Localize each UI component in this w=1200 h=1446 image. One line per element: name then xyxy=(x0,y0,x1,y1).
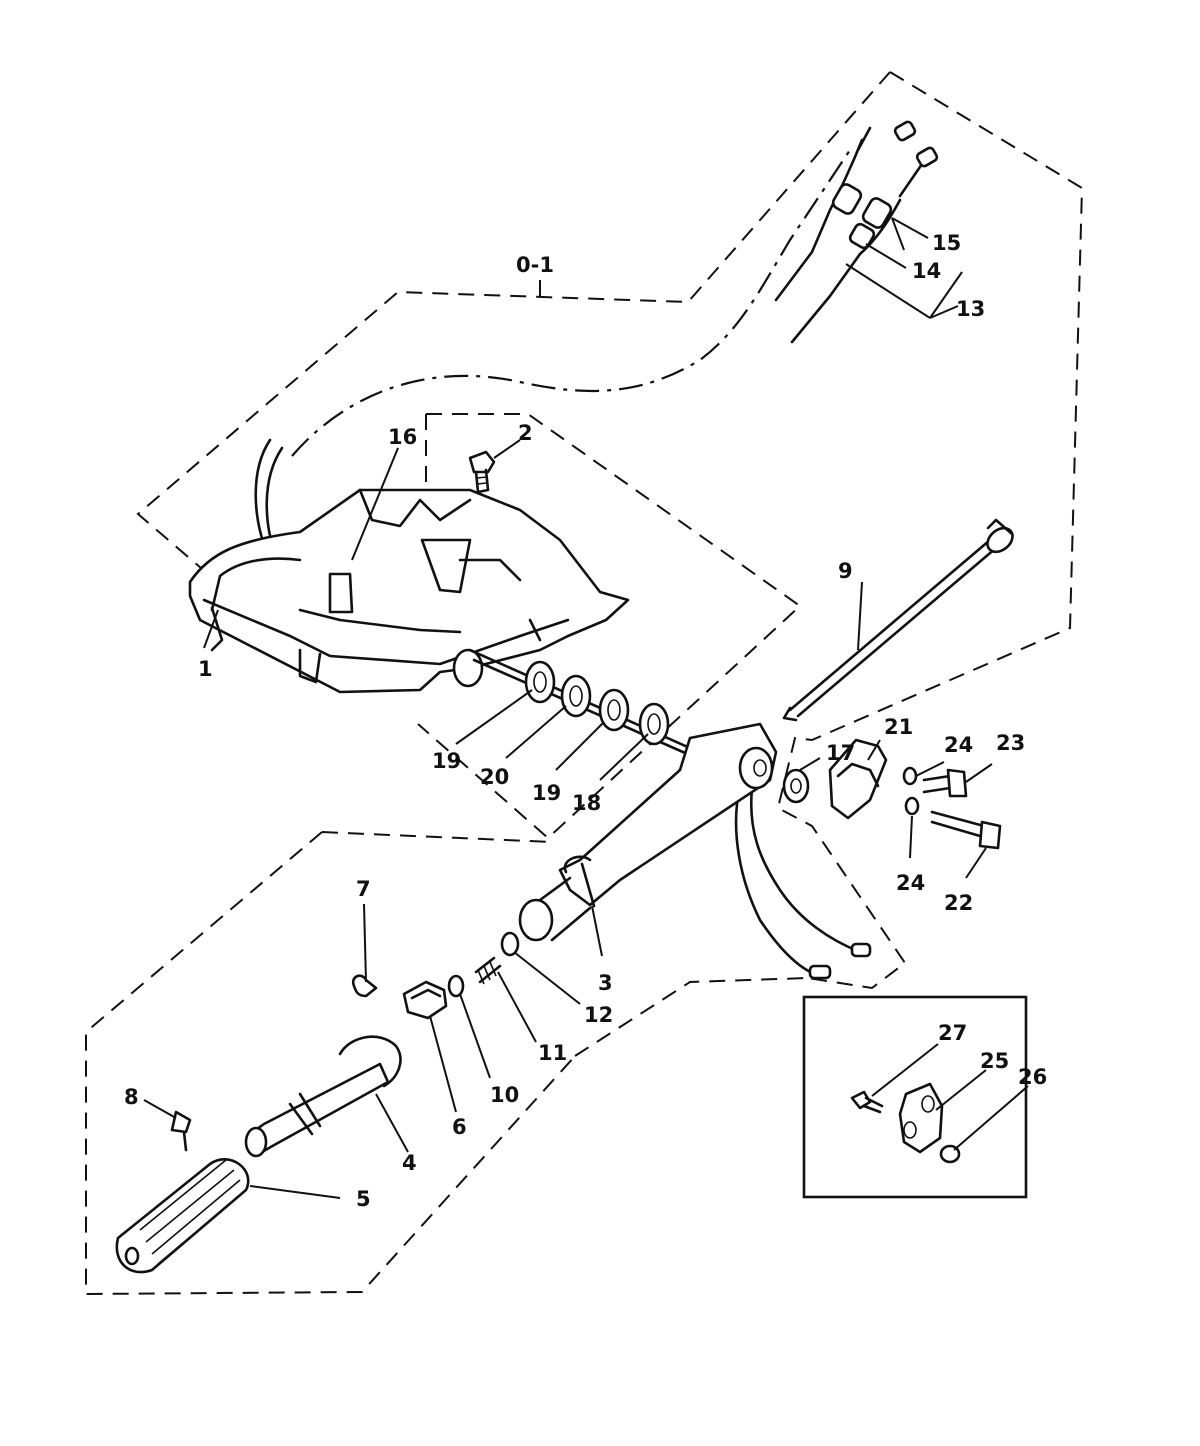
assembly-outline-inner xyxy=(417,413,802,840)
callout-5: 5 xyxy=(356,1187,371,1211)
callout-19a: 19 xyxy=(432,749,461,773)
cable-lower-tail xyxy=(734,784,862,978)
callout-9: 9 xyxy=(838,559,853,583)
callout-27: 27 xyxy=(938,1021,967,1045)
callout-22: 22 xyxy=(944,891,973,915)
callout-12: 12 xyxy=(584,1003,613,1027)
callout-25: 25 xyxy=(980,1049,1009,1073)
cable-end-fittings-upper xyxy=(831,120,939,250)
assembly-outline-lower xyxy=(85,831,809,1296)
callout-23: 23 xyxy=(996,731,1025,755)
callout-2: 2 xyxy=(518,421,533,445)
callout-11: 11 xyxy=(538,1041,567,1065)
bolt-22 xyxy=(930,810,1002,850)
callout-24a: 24 xyxy=(944,733,973,757)
washer-stack xyxy=(468,648,694,758)
tiller-arm-3 xyxy=(518,722,778,942)
callout-21: 21 xyxy=(884,715,913,739)
callout-3: 3 xyxy=(598,971,613,995)
bolt-2 xyxy=(468,450,496,494)
leader-lines xyxy=(143,217,993,1199)
washers-24 xyxy=(902,766,920,816)
bolt-23 xyxy=(922,768,968,798)
spring-and-rings xyxy=(447,931,520,998)
cable-lower-ends xyxy=(808,942,872,980)
callout-16: 16 xyxy=(388,425,417,449)
callout-1: 1 xyxy=(198,657,213,681)
grip-5 xyxy=(115,1158,250,1274)
mounting-bracket xyxy=(188,488,630,694)
washer-17 xyxy=(782,768,810,804)
callout-10: 10 xyxy=(490,1083,519,1107)
callout-6: 6 xyxy=(452,1115,467,1139)
callout-15: 15 xyxy=(932,231,961,255)
inset-detail-box xyxy=(802,995,1028,1199)
throttle-tube-4 xyxy=(244,1035,402,1158)
callout-20: 20 xyxy=(480,765,509,789)
cable-upper-a xyxy=(774,126,872,302)
screw-7-and-sleeve-6 xyxy=(351,974,448,1020)
callout-17: 17 xyxy=(826,741,855,765)
callout-13: 13 xyxy=(956,297,985,321)
callout-4: 4 xyxy=(402,1151,417,1175)
callout-14: 14 xyxy=(912,259,941,283)
assembly-outline-upper xyxy=(776,71,1084,990)
shift-shaft-9 xyxy=(782,518,1014,722)
inset-parts xyxy=(850,1043,1029,1164)
callout-26: 26 xyxy=(1018,1065,1047,1089)
callout-0-1: 0-1 xyxy=(516,253,554,277)
callout-7: 7 xyxy=(356,877,371,901)
cable-upper-b xyxy=(790,162,924,344)
screw-8 xyxy=(170,1110,192,1152)
callout-19b: 19 xyxy=(532,781,561,805)
bracket-21 xyxy=(828,738,888,820)
cable-routing-line xyxy=(291,149,851,457)
callout-8: 8 xyxy=(124,1085,139,1109)
callout-18: 18 xyxy=(572,791,601,815)
callout-24b: 24 xyxy=(896,871,925,895)
